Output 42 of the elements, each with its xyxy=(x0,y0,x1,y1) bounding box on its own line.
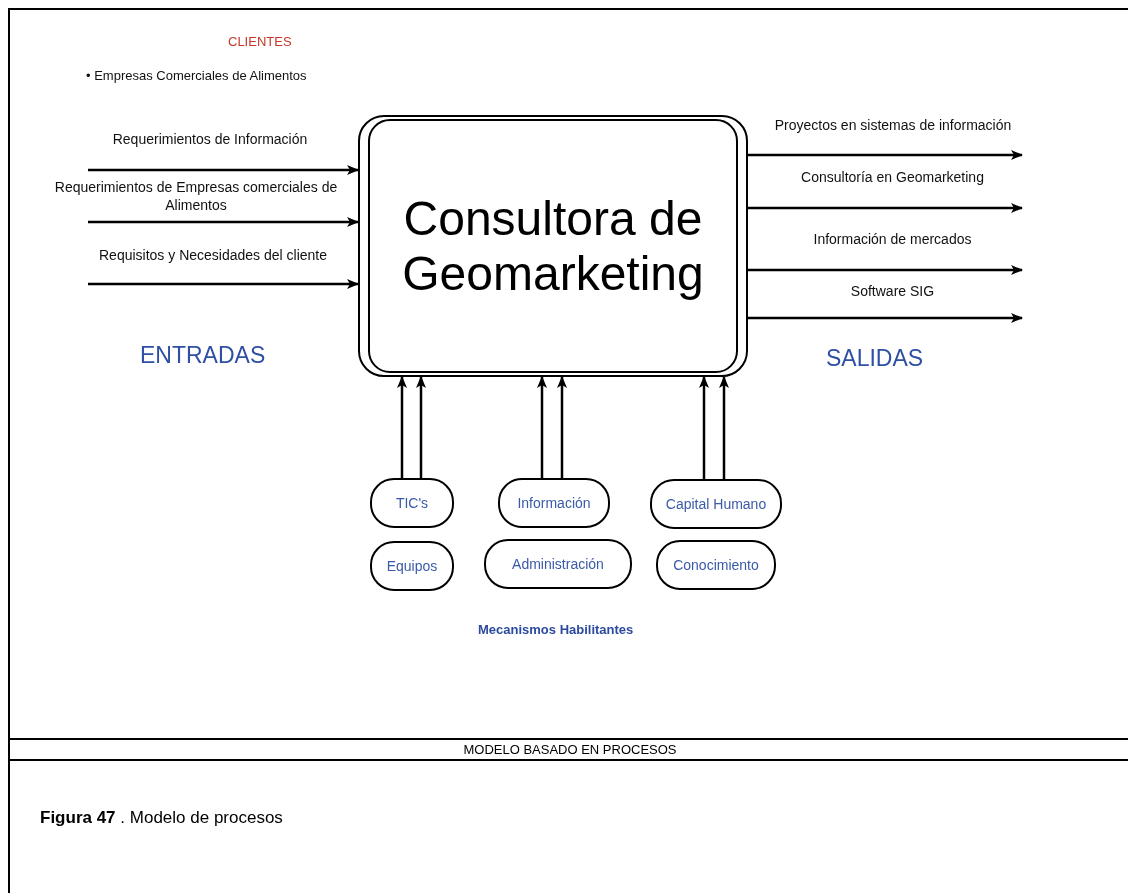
arrow xyxy=(719,376,729,479)
footer-band xyxy=(8,738,1128,761)
arrow xyxy=(397,376,407,478)
mechanism-pill xyxy=(656,540,776,590)
mechanism-text: Información xyxy=(517,495,591,511)
mechanism-pill xyxy=(484,539,632,589)
mechanism-pill xyxy=(370,541,454,591)
figure-caption: Figura 47 . Modelo de procesos xyxy=(40,808,283,828)
arrow xyxy=(537,376,547,478)
edge-label: Información de mercados xyxy=(812,230,973,248)
arrow xyxy=(557,376,567,478)
mechanism-text: Administración xyxy=(512,556,604,572)
mechanism-text: Capital Humano xyxy=(665,496,767,512)
arrow xyxy=(748,203,1023,213)
mechanism-pill xyxy=(370,478,454,528)
band-text: MODELO BASADO EN PROCESOS xyxy=(463,742,677,757)
process-box xyxy=(358,115,748,377)
arrow xyxy=(748,150,1023,160)
edge-label: Requerimientos de Información xyxy=(111,130,309,148)
heading: CLIENTES xyxy=(228,34,292,49)
mechanism-text: TIC's xyxy=(395,495,429,511)
arrow xyxy=(88,165,359,175)
edge-label: Requisitos y Necesidades del cliente xyxy=(98,246,328,264)
arrow xyxy=(748,265,1023,275)
edge-label: Software SIG xyxy=(849,282,936,300)
arrow xyxy=(699,376,709,479)
edge-label: Consultoría en Geomarketing xyxy=(800,168,985,186)
process-title: Consultora de Geomarketing xyxy=(401,190,705,302)
edge-label: Requerimientos de Empresas comerciales de Alimentos xyxy=(53,178,339,214)
mechanism-text: Conocimiento xyxy=(673,557,759,573)
arrow xyxy=(88,279,359,289)
section-label: SALIDAS xyxy=(826,345,924,372)
arrow xyxy=(416,376,426,478)
mechanism-text: Equipos xyxy=(386,558,438,574)
section-label: ENTRADAS xyxy=(140,342,266,369)
arrow xyxy=(88,217,359,227)
edge-label: Proyectos en sistemas de información xyxy=(773,116,1013,134)
group-label: Mecanismos Habilitantes xyxy=(478,622,634,637)
list-item: • Empresas Comerciales de Alimentos xyxy=(86,68,307,83)
arrow xyxy=(748,313,1023,323)
mechanism-pill xyxy=(498,478,610,528)
mechanism-pill xyxy=(650,479,782,529)
